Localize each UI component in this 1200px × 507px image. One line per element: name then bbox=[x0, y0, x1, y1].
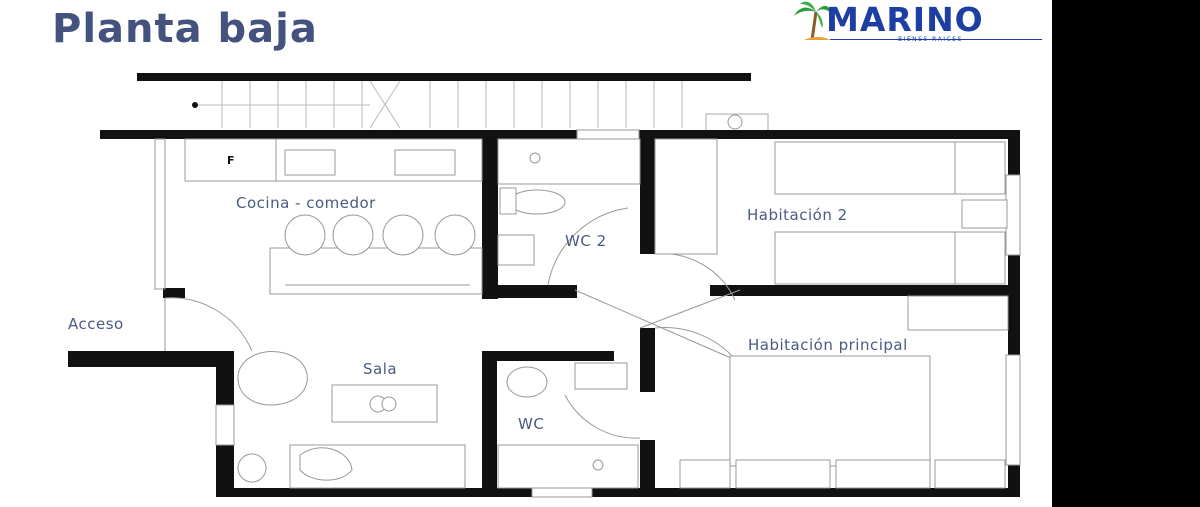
marino-logo: MARINO BIENES RAICES bbox=[790, 0, 1052, 50]
room-label-wc: WC bbox=[518, 415, 545, 433]
living-furniture bbox=[237, 351, 466, 489]
room-label-hab2: Habitación 2 bbox=[747, 206, 848, 224]
vent bbox=[705, 113, 769, 132]
fridge-label: F bbox=[227, 154, 235, 167]
palm-tree-icon bbox=[794, 1, 830, 41]
page-title: Planta baja bbox=[52, 6, 318, 52]
room-label-acceso: Acceso bbox=[68, 315, 124, 333]
room-label-wc2: WC 2 bbox=[565, 232, 607, 250]
logo-tagline: BIENES RAICES bbox=[898, 36, 963, 43]
room-label-hab-principal: Habitación principal bbox=[748, 336, 908, 354]
entrance-door bbox=[164, 297, 253, 352]
wc2-fixtures bbox=[497, 138, 641, 286]
hall-doors bbox=[574, 253, 741, 366]
master-bed bbox=[679, 295, 1009, 489]
logo-brand: MARINO bbox=[826, 0, 984, 39]
wc-fixtures bbox=[497, 362, 641, 489]
floor-plan-canvas: Planta baja MARINO BIENES RAICES F Cocin… bbox=[0, 0, 1052, 507]
floor-plan-drawing bbox=[68, 73, 1021, 498]
hab2-beds bbox=[654, 138, 1008, 285]
kitchen-furniture bbox=[184, 138, 483, 295]
stairs bbox=[137, 73, 751, 129]
room-label-cocina: Cocina - comedor bbox=[236, 194, 376, 212]
room-label-sala: Sala bbox=[363, 360, 398, 378]
